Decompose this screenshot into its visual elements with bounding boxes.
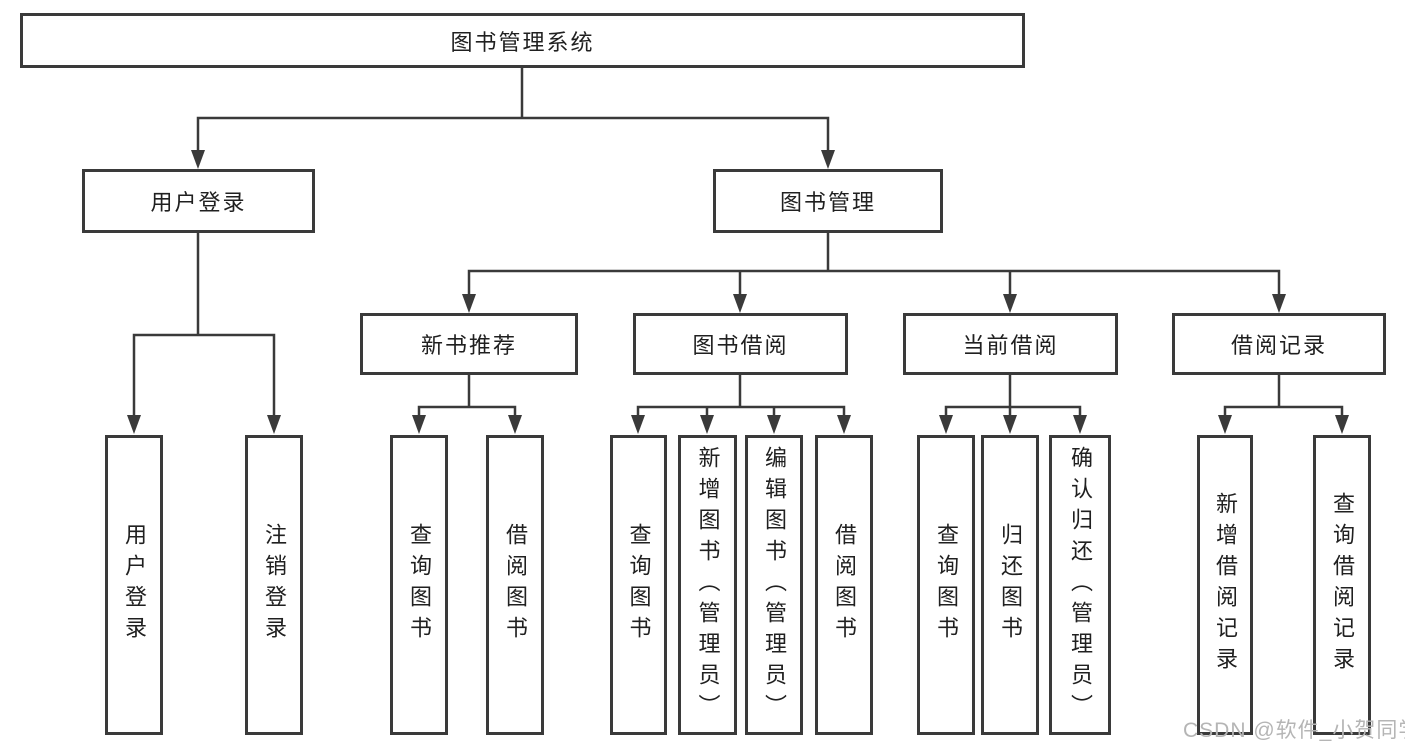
leaf-user-login-label: 用户登录 [122,523,147,647]
node-current-borrow-label: 当前借阅 [962,333,1059,358]
connector-borrow-records-to-leaves [1218,373,1349,434]
node-book-management-label: 图书管理 [779,190,876,215]
leaf-query-books-borrow: 查询图书 [610,435,667,735]
leaf-add-books-admin-label: 新增图书（管理员） [695,445,721,725]
connector-new-book-rec-to-leaves [412,373,522,434]
leaf-return-books: 归还图书 [981,435,1039,735]
node-user-login: 用户登录 [82,169,315,233]
node-book-borrow: 图书借阅 [633,313,848,375]
node-user-login-label: 用户登录 [150,190,247,215]
leaf-borrow-books-rec-label: 借阅图书 [503,523,528,647]
node-borrow-records: 借阅记录 [1172,313,1386,375]
connector-book-management-to-level3 [462,231,1286,313]
node-new-book-recommend: 新书推荐 [360,313,578,375]
leaf-logout-label: 注销登录 [262,523,287,647]
leaf-add-borrow-record-label: 新增借阅记录 [1213,492,1238,678]
node-root-system: 图书管理系统 [20,13,1025,68]
connector-user-login-to-leaves [127,231,281,434]
leaf-query-books-rec-label: 查询图书 [407,523,432,647]
connector-root-to-level2 [191,66,835,169]
leaf-borrow-books-label: 借阅图书 [832,523,857,647]
node-new-book-recommend-label: 新书推荐 [420,333,517,358]
leaf-query-borrow-record: 查询借阅记录 [1313,435,1371,735]
leaf-borrow-books-rec: 借阅图书 [486,435,544,735]
node-root-system-label: 图书管理系统 [450,29,595,55]
leaf-query-books-borrow-label: 查询图书 [626,523,652,647]
leaf-borrow-books: 借阅图书 [815,435,873,735]
leaf-confirm-return-admin: 确认归还（管理员） [1049,435,1111,735]
leaf-add-books-admin: 新增图书（管理员） [678,435,737,735]
leaf-confirm-return-admin-label: 确认归还（管理员） [1068,445,1093,725]
leaf-query-borrow-record-label: 查询借阅记录 [1330,492,1355,678]
leaf-user-login: 用户登录 [105,435,163,735]
connector-book-borrow-to-leaves [631,373,851,434]
connector-current-borrow-to-leaves [939,373,1087,434]
node-book-management: 图书管理 [713,169,943,233]
leaf-query-books-rec: 查询图书 [390,435,448,735]
node-current-borrow: 当前借阅 [903,313,1118,375]
csdn-watermark: CSDN @软件_小贺同学 [1183,719,1405,742]
leaf-add-borrow-record: 新增借阅记录 [1197,435,1253,735]
leaf-return-books-label: 归还图书 [998,523,1023,647]
leaf-query-books-current-label: 查询图书 [934,523,959,647]
leaf-query-books-current: 查询图书 [917,435,975,735]
node-book-borrow-label: 图书借阅 [692,333,789,358]
leaf-edit-books-admin: 编辑图书（管理员） [745,435,803,735]
node-borrow-records-label: 借阅记录 [1230,333,1327,358]
leaf-edit-books-admin-label: 编辑图书（管理员） [762,445,787,725]
leaf-logout: 注销登录 [245,435,303,735]
